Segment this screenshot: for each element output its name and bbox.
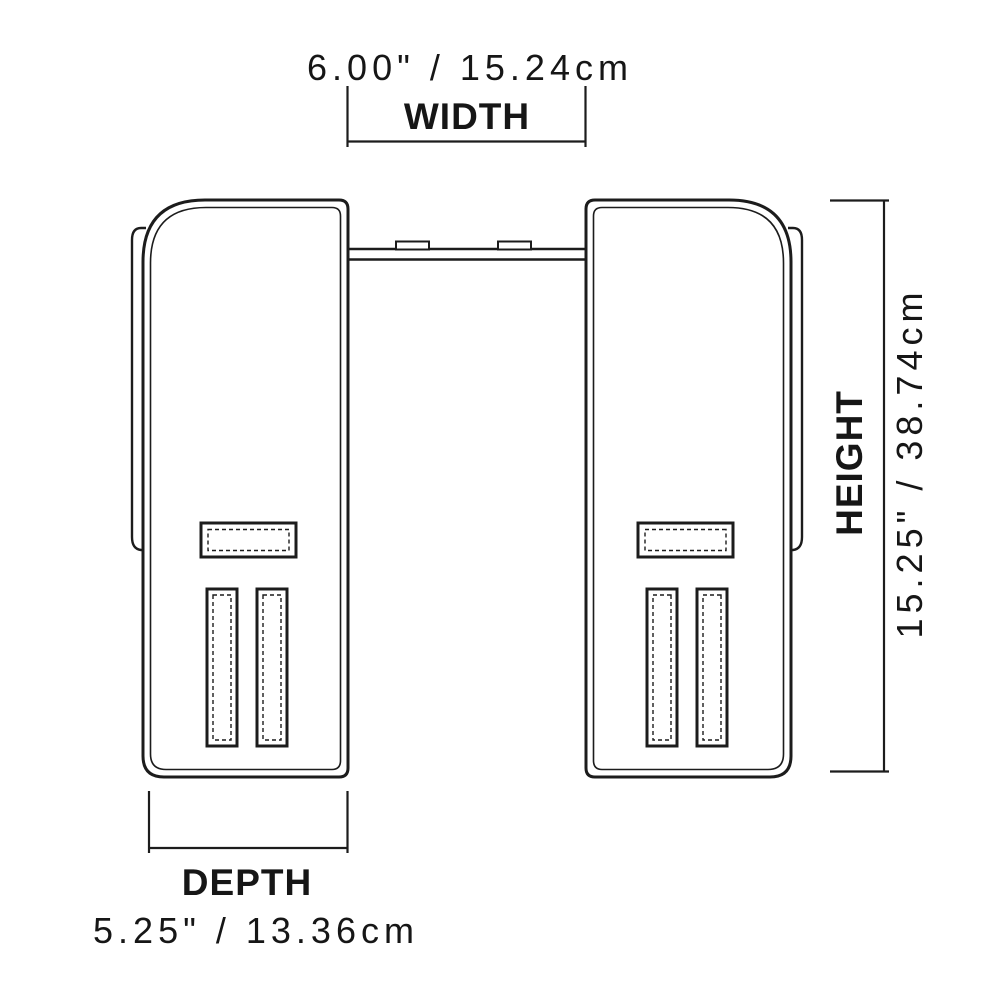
left-pannier: [130, 198, 350, 779]
height-dimension-lines: [830, 199, 889, 773]
width-label: WIDTH: [404, 96, 530, 137]
bridge-clip: [395, 240, 430, 251]
right-pannier: [584, 198, 804, 779]
depth-value: 5.25" / 13.36cm: [93, 910, 419, 951]
mounting-bridge: [348, 240, 586, 261]
depth-dimension-lines: [147, 791, 349, 853]
height-label: HEIGHT: [829, 390, 870, 536]
width-dimension-lines: [346, 86, 587, 147]
width-value: 6.00" / 15.24cm: [307, 47, 633, 88]
bridge-clip: [497, 240, 532, 251]
depth-label: DEPTH: [182, 862, 312, 903]
height-value: 15.25" / 38.74cm: [889, 288, 930, 639]
